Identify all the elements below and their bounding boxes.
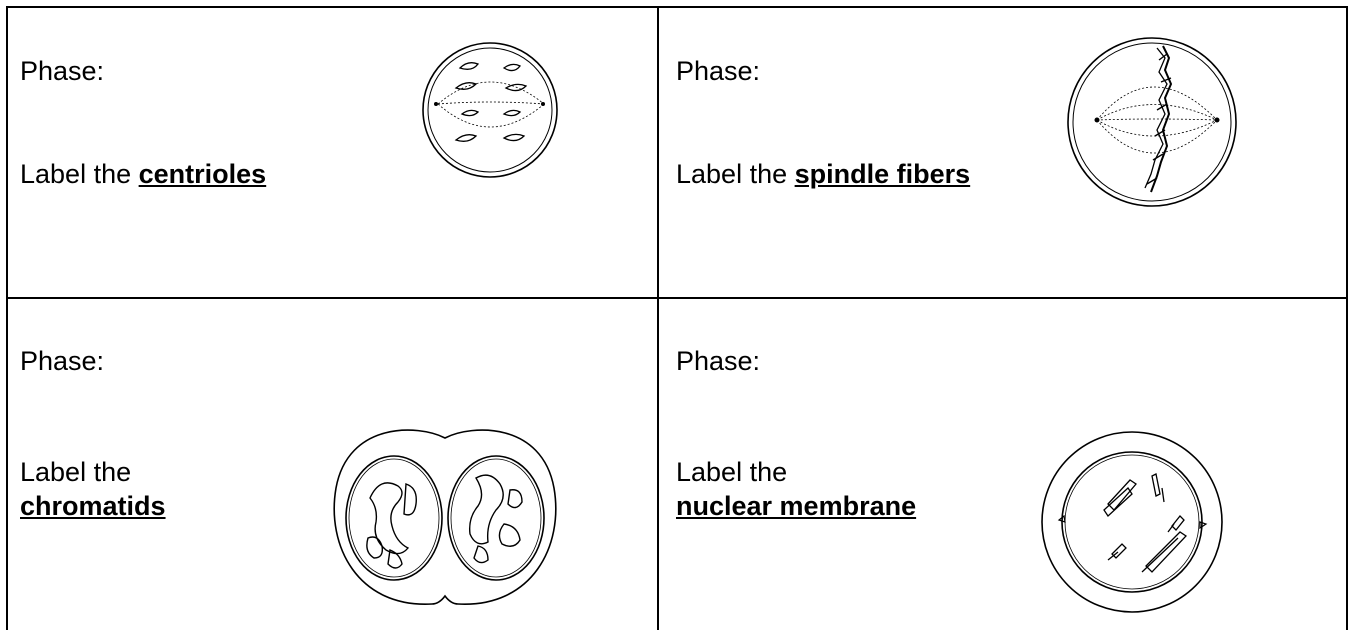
instruction-lead: Label the xyxy=(676,159,787,189)
cell-diagram-telophase xyxy=(328,428,562,614)
phase-label: Phase: xyxy=(20,345,104,378)
table-border-middle xyxy=(657,6,659,630)
table-border-top xyxy=(6,6,1348,8)
cell-diagram-prophase xyxy=(420,40,560,180)
term-spindle-fibers: spindle fibers xyxy=(795,159,971,189)
table-border-right xyxy=(1346,6,1348,630)
table-border-left xyxy=(6,6,8,630)
phase-label: Phase: xyxy=(676,55,760,88)
phase-label: Phase: xyxy=(20,55,104,88)
instruction-lead: Label the xyxy=(20,456,131,489)
cell-diagram-nucleus xyxy=(1038,430,1226,614)
instruction-lead: Label the xyxy=(676,456,787,489)
instruction-text: Label the spindle fibers xyxy=(676,158,970,191)
phase-label: Phase: xyxy=(676,345,760,378)
term-centrioles: centrioles xyxy=(139,159,267,189)
cell-diagram-metaphase xyxy=(1067,34,1237,210)
instruction-lead: Label the xyxy=(20,159,131,189)
term-nuclear-membrane: nuclear membrane xyxy=(676,490,916,523)
table-border-row-divider xyxy=(6,297,1348,299)
instruction-text: Label the centrioles xyxy=(20,158,266,191)
term-chromatids: chromatids xyxy=(20,490,166,523)
